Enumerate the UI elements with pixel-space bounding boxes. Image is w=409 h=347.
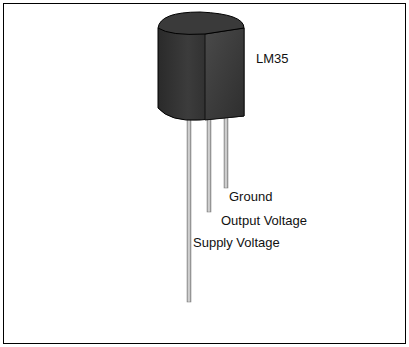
supply-lead (187, 112, 191, 302)
pin-name: Output Voltage (221, 214, 307, 228)
ground-lead (224, 112, 228, 188)
package-body (158, 28, 244, 120)
frame-border (4, 4, 406, 344)
package-flat-face (205, 28, 244, 120)
output-lead (207, 112, 211, 212)
part-name: LM35 (256, 52, 289, 66)
pin-name: Ground (229, 190, 272, 204)
package-top (158, 12, 244, 34)
pin-name: Supply Voltage (193, 236, 280, 250)
